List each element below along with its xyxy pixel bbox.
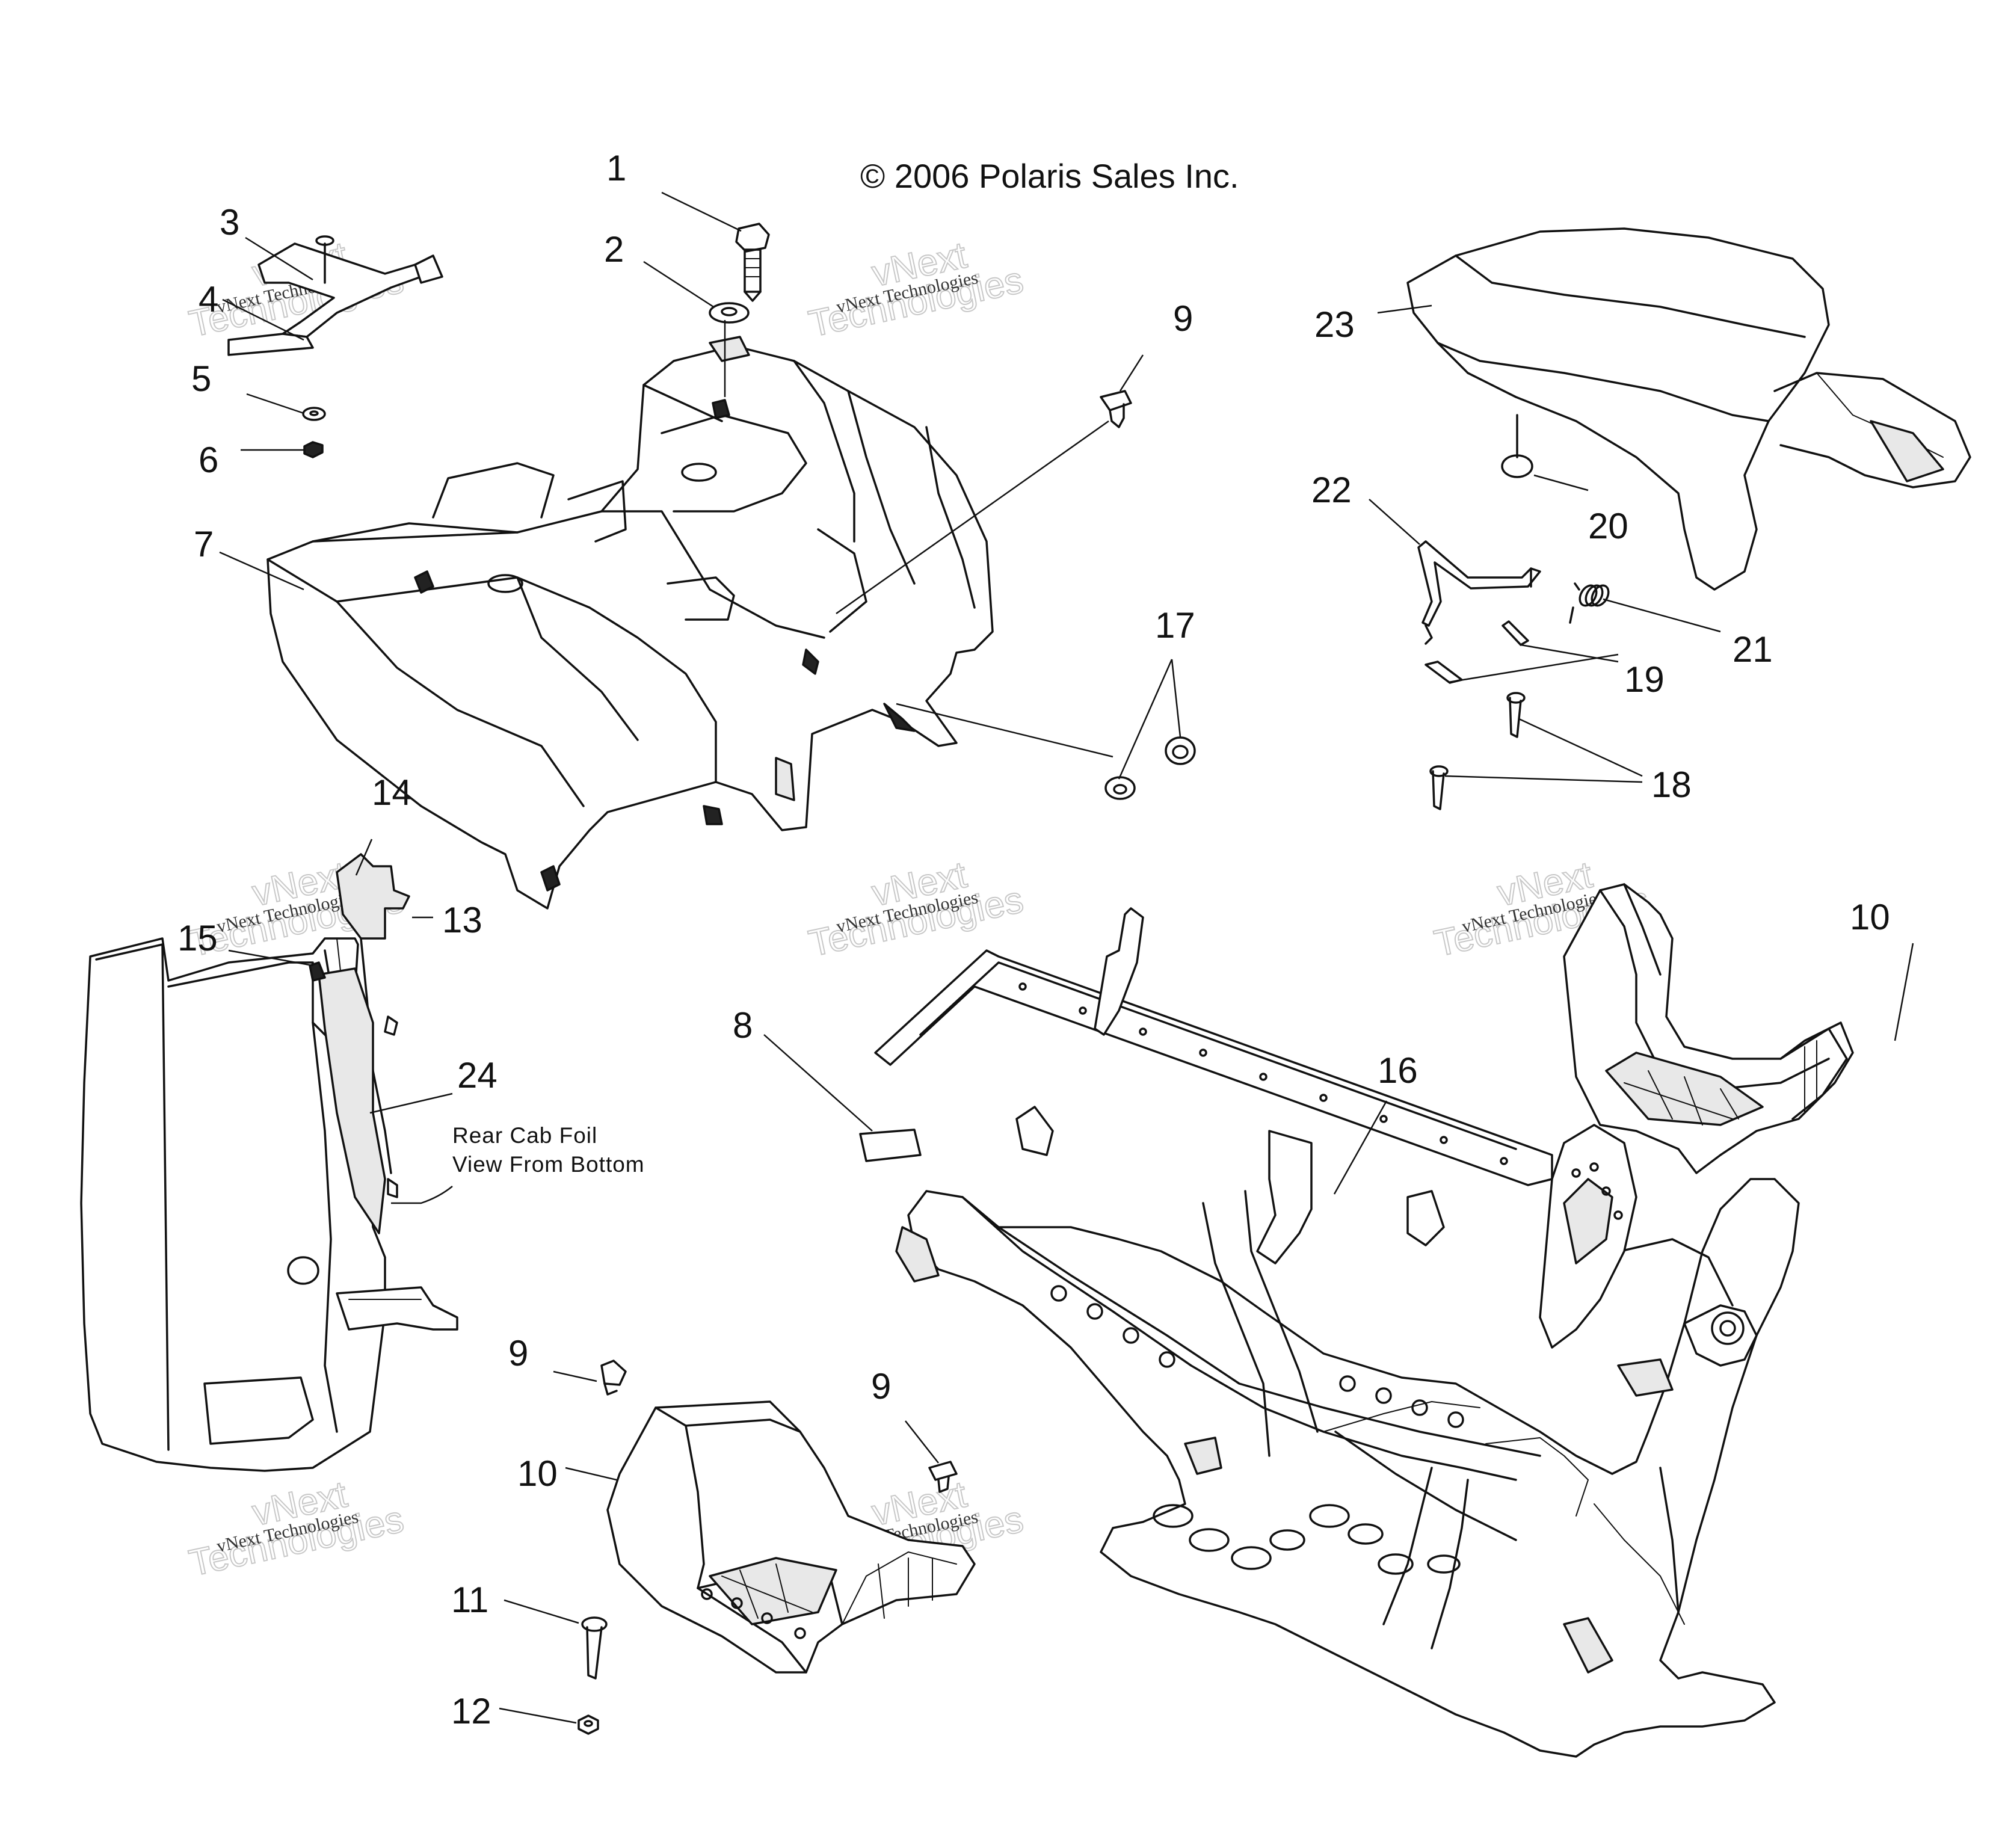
part-washer (709, 302, 750, 324)
part-grommet-left (1104, 776, 1136, 800)
watermark-7: Technologies vNext vNext Technologies (185, 1473, 408, 1585)
callout-9-left: 9 (508, 1333, 528, 1373)
callout-18: 18 (1651, 765, 1692, 805)
callout-3: 3 (220, 202, 239, 242)
part-push-rivet-left (600, 1360, 627, 1396)
part-frame (874, 907, 1800, 1758)
callout-19: 19 (1624, 659, 1665, 700)
part-nut (303, 441, 324, 458)
part-rear-cab (266, 336, 994, 910)
callout-20: 20 (1588, 506, 1628, 546)
callout-17: 17 (1155, 605, 1195, 645)
callout-7: 7 (194, 524, 214, 564)
callout-22: 22 (1311, 470, 1352, 510)
callout-8: 8 (733, 1005, 753, 1046)
callout-24: 24 (457, 1055, 497, 1095)
callout-15: 15 (177, 918, 218, 958)
part-clip-upper (1502, 620, 1529, 646)
rear-cab-foil-note: Rear Cab Foil View From Bottom (452, 1123, 645, 1177)
callout-4: 4 (199, 279, 218, 319)
part-nut-small (578, 1714, 599, 1735)
callout-14: 14 (372, 772, 412, 813)
part-rivet-upper (1506, 692, 1526, 738)
part-grommet-right (1165, 736, 1196, 765)
part-footwell-left (606, 1400, 976, 1674)
part-spring (1569, 582, 1610, 624)
callout-12: 12 (451, 1691, 491, 1731)
part-label-decal (859, 1129, 922, 1162)
note-line-2: View From Bottom (452, 1152, 645, 1177)
callout-6: 6 (199, 440, 218, 480)
callout-5: 5 (191, 359, 211, 399)
callout-9-right: 9 (871, 1366, 891, 1406)
copyright-notice: © 2006 Polaris Sales Inc. (860, 157, 1239, 195)
part-washer-small (302, 407, 326, 421)
part-footwell-right (1563, 883, 1854, 1174)
part-push-rivet-right (928, 1461, 958, 1493)
callout-numbers: 1 2 3 4 5 6 7 8 9 9 9 10 10 11 12 13 14 … (177, 148, 1890, 1731)
callout-10-left: 10 (517, 1453, 558, 1494)
callout-11: 11 (451, 1580, 488, 1620)
part-push-rivet-top (1100, 390, 1132, 428)
part-clip-lower (1424, 661, 1463, 684)
callout-1: 1 (606, 148, 626, 188)
part-bolt (735, 223, 770, 302)
note-line-1: Rear Cab Foil (452, 1123, 597, 1148)
part-pin (581, 1616, 608, 1680)
part-seat-latch-bracket (227, 235, 443, 356)
callout-9-top: 9 (1173, 298, 1193, 339)
callout-23: 23 (1314, 304, 1355, 345)
leader-lines (219, 191, 1914, 1724)
part-seat (1406, 227, 1971, 591)
watermark-2: Technologies vNext vNext Technologies (805, 234, 1027, 346)
watermark-5: Technologies vNext vNext Technologies (805, 854, 1027, 966)
part-rear-cab-foil-view (80, 853, 458, 1472)
part-seat-latch-rod (1417, 540, 1541, 645)
callout-10-right: 10 (1850, 897, 1890, 937)
part-rivet-lower (1429, 765, 1449, 810)
callout-13: 13 (442, 900, 482, 940)
callout-16: 16 (1378, 1050, 1418, 1091)
callout-21: 21 (1732, 629, 1773, 670)
callout-2: 2 (604, 229, 624, 270)
